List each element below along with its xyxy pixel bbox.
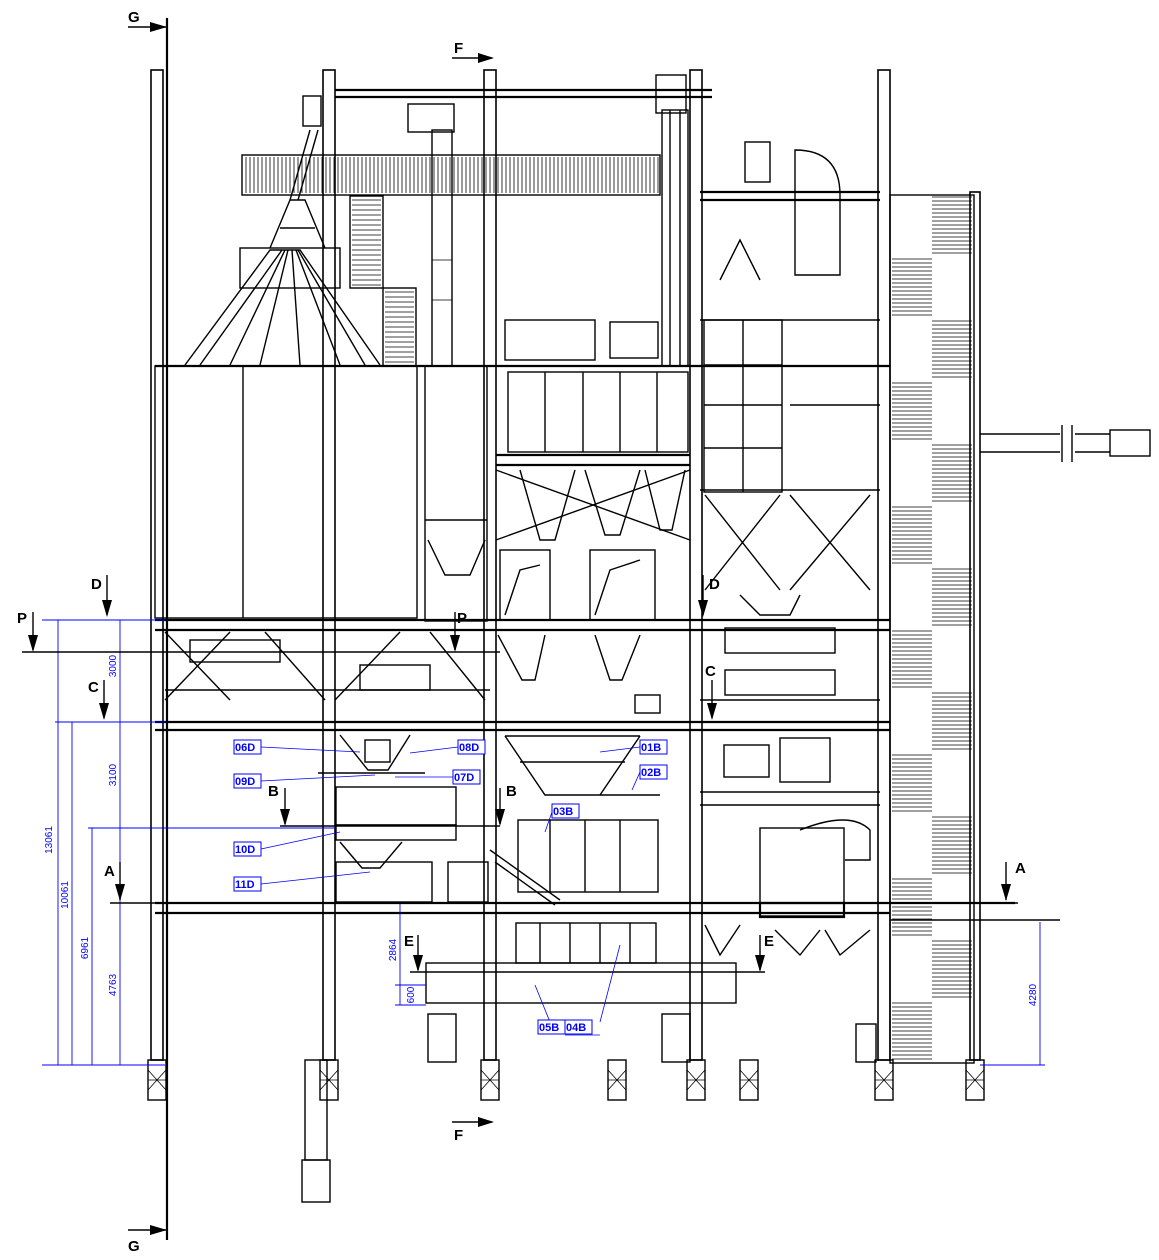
mixer-03b xyxy=(489,819,659,906)
section-label-b-right: B xyxy=(506,783,517,800)
right-equipment xyxy=(703,141,871,957)
section-label-a-left: A xyxy=(104,863,115,880)
tag-04b: 04B xyxy=(566,1022,586,1034)
section-label-d-right: D xyxy=(709,576,720,593)
section-label-c-left: C xyxy=(88,679,99,696)
section-label-c-right: C xyxy=(705,663,716,680)
dim-3000: 3000 xyxy=(108,654,119,677)
bracing-mid-left xyxy=(164,631,490,701)
section-label-p-left: P xyxy=(17,610,27,627)
dim-4280: 4280 xyxy=(1028,983,1039,1006)
discharge-conveyor xyxy=(980,425,1151,462)
section-label-b-left: B xyxy=(268,783,279,800)
tag-11d: 11D xyxy=(235,879,255,891)
left-silo xyxy=(154,95,418,619)
sieve-units xyxy=(499,549,656,621)
section-label-f-bottom: F xyxy=(454,1127,463,1144)
section-label-g-top: G xyxy=(128,9,140,26)
bucket-elevator-left xyxy=(407,103,488,622)
dim-3100: 3100 xyxy=(108,763,119,786)
section-arrows xyxy=(22,575,1018,973)
section-marker-f xyxy=(452,53,494,1127)
tag-06d: 06D xyxy=(235,742,255,754)
section-label-a-right: A xyxy=(1015,860,1026,877)
section-label-g-bottom: G xyxy=(128,1238,140,1255)
tag-05b: 05B xyxy=(539,1022,559,1034)
tag-08d: 08D xyxy=(459,742,479,754)
tag-01b: 01B xyxy=(641,742,661,754)
tag-09d: 09D xyxy=(235,776,255,788)
drive-units-lower xyxy=(301,1013,877,1203)
bottom-conveyor xyxy=(425,922,737,1004)
dim-600: 600 xyxy=(406,986,417,1003)
dim-4763: 4763 xyxy=(108,973,119,996)
dim-13061: 13061 xyxy=(44,826,55,854)
section-label-e-right: E xyxy=(764,933,774,950)
section-label-p-mid: P xyxy=(457,610,467,627)
stair-tower-right xyxy=(889,194,975,1064)
bucket-elevator-right xyxy=(655,74,689,367)
tag-03b: 03B xyxy=(553,806,573,818)
weigh-hopper-left xyxy=(318,734,489,903)
upper-platform-railing xyxy=(241,154,661,196)
stairs-upper xyxy=(349,195,417,367)
section-label-f-top: F xyxy=(454,40,463,57)
dim-10061: 10061 xyxy=(60,881,71,909)
dimension-lines xyxy=(42,619,1045,1066)
section-label-d-left: D xyxy=(91,576,102,593)
dim-2864: 2864 xyxy=(388,938,399,961)
section-label-e-left: E xyxy=(404,933,414,950)
tag-02b: 02B xyxy=(641,767,661,779)
structural-columns xyxy=(150,69,981,1061)
mixing-bins xyxy=(495,319,691,541)
tag-07d: 07D xyxy=(454,772,474,784)
tag-10d: 10D xyxy=(235,844,255,856)
column-bases xyxy=(147,1059,985,1101)
mixer-hopper-01b xyxy=(504,735,660,796)
hoppers-mid xyxy=(497,634,661,714)
dim-6961: 6961 xyxy=(80,936,91,959)
equipment-tags xyxy=(233,739,668,1036)
